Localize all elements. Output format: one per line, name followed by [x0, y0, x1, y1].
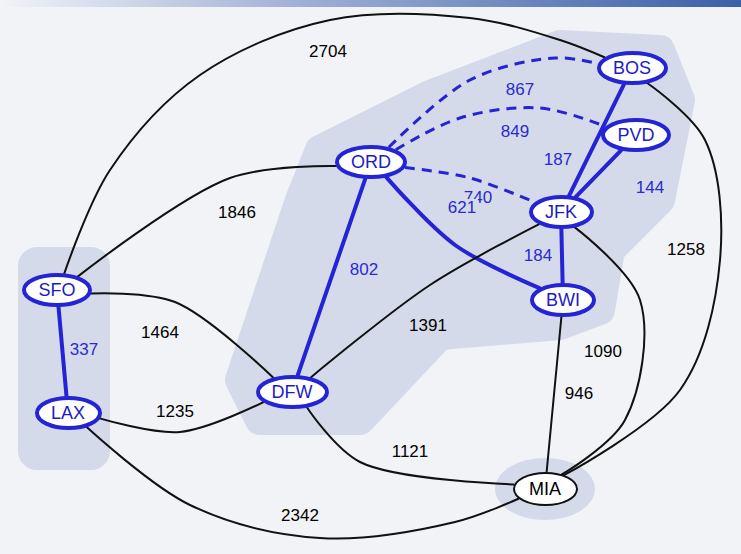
route-edge: [311, 224, 539, 377]
route-edge: [389, 58, 598, 147]
airport-code: ORD: [351, 152, 391, 172]
distance-label: 2342: [279, 507, 321, 525]
distance-label: 946: [563, 385, 595, 403]
airport-outline: [599, 53, 666, 83]
route-edge: [78, 166, 336, 276]
distance-label: 1235: [154, 403, 196, 421]
distance-label: 621: [446, 199, 478, 217]
airport-code: BOS: [613, 58, 651, 78]
distance-label: 1391: [407, 317, 449, 335]
airport-code: SFO: [38, 280, 75, 300]
distance-label: 849: [499, 123, 531, 141]
distance-label: 1464: [139, 324, 181, 342]
route-edge: [91, 293, 273, 377]
airport-code: LAX: [51, 403, 85, 423]
route-edge: [307, 407, 514, 484]
route-edge: [396, 108, 606, 150]
airport-outline: [37, 398, 100, 428]
distance-label: 2704: [307, 43, 349, 61]
airport-outline: [532, 285, 594, 315]
route-edge: [87, 427, 519, 538]
airport-node: SFO: [22, 273, 92, 307]
airport-code: DFW: [272, 382, 313, 402]
distance-label: 1258: [665, 241, 707, 259]
route-edge: [576, 150, 621, 196]
airport-node: LAX: [35, 396, 102, 430]
route-edge: [561, 229, 562, 283]
route-edge: [64, 14, 604, 274]
distance-label: 184: [522, 247, 554, 265]
distance-label: 337: [68, 341, 100, 359]
airport-node: ORD: [335, 145, 407, 179]
distance-label: 1121: [390, 443, 431, 461]
airport-code: PVD: [617, 125, 654, 145]
distance-label: 1090: [582, 343, 624, 361]
airport-outline: [531, 197, 592, 227]
airport-outline: [337, 147, 405, 177]
distance-label: 1846: [216, 204, 258, 222]
distance-label: 802: [348, 261, 380, 279]
airport-node: PVD: [601, 118, 671, 152]
airport-node: BWI: [530, 283, 596, 317]
route-edge: [100, 402, 263, 432]
distance-label: 144: [634, 179, 666, 197]
airport-node: MIA: [513, 472, 578, 506]
distance-label: 187: [542, 151, 574, 169]
airport-code: MIA: [529, 479, 561, 499]
header-bar: [0, 0, 741, 7]
route-edge: [547, 317, 562, 472]
airport-outline: [258, 377, 327, 407]
distance-label: 867: [504, 81, 536, 99]
route-edge: [59, 307, 67, 396]
airport-node: JFK: [529, 195, 594, 229]
airport-node: BOS: [597, 51, 668, 85]
route-edge: [562, 227, 645, 474]
airport-outline: [24, 275, 90, 305]
cluster-region: [240, 45, 680, 420]
route-edge: [564, 83, 721, 475]
airport-outline: [514, 473, 577, 505]
airport-code: JFK: [545, 202, 577, 222]
airport-code: BWI: [546, 290, 580, 310]
route-edge: [387, 177, 540, 288]
cluster-region: [495, 458, 595, 520]
airport-outline: [603, 120, 669, 150]
airport-node: DFW: [256, 375, 329, 409]
